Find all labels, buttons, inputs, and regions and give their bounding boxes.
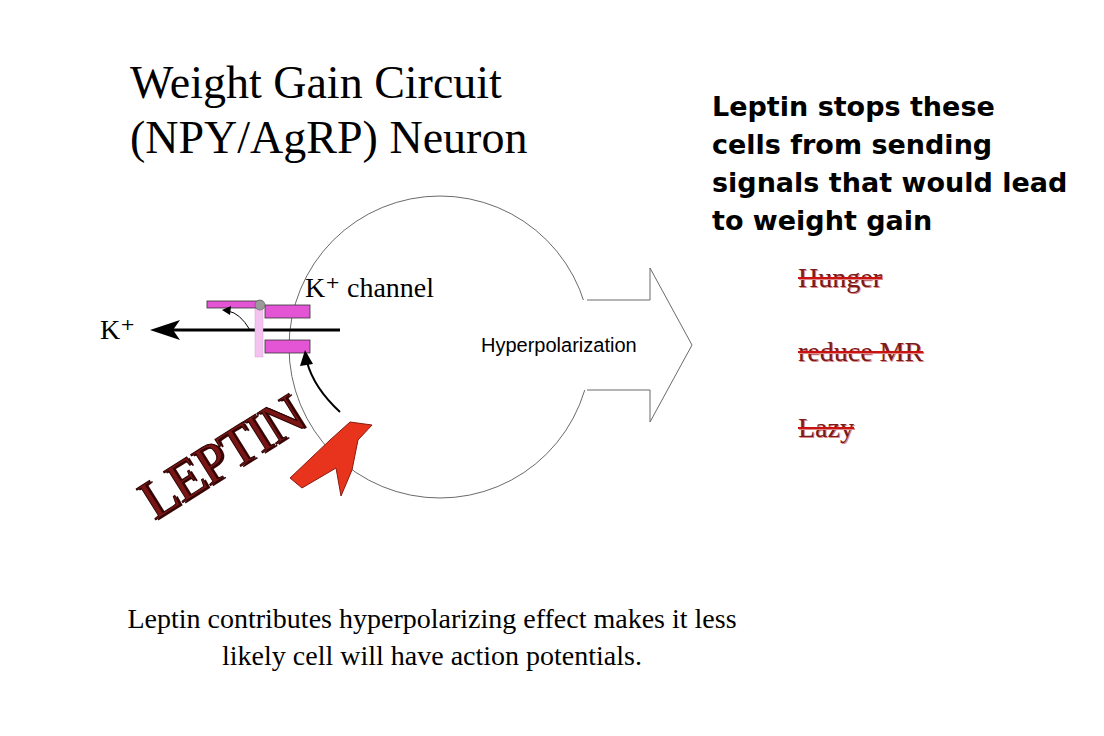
struck-effect: reduce MR	[798, 335, 923, 369]
gate-swing-arrowhead	[222, 306, 231, 315]
leptin-action-arrowhead	[300, 350, 313, 366]
arrow-label: Hyperpolarization	[481, 334, 637, 357]
potassium-arrowhead	[150, 320, 180, 340]
diagram-caption: Leptin contributes hyperpolarizing effec…	[102, 600, 762, 674]
diagram-title: Weight Gain Circuit (NPY/AgRP) Neuron	[130, 55, 610, 165]
gate-swing-arrow	[228, 311, 250, 330]
struck-effect: Hunger	[798, 261, 882, 295]
potassium-flow-line	[172, 329, 340, 332]
struck-effect: Lazy	[798, 411, 854, 445]
channel-gate-shadow	[255, 305, 263, 357]
gate-hinge	[255, 300, 265, 310]
hormone-label: LEPTIN	[128, 383, 313, 530]
channel-subunit-bottom	[265, 340, 310, 353]
leptin-action-arrow	[307, 362, 340, 412]
output-arrow: Hyperpolarization	[470, 268, 694, 424]
explanation-heading: Leptin stops these cells from sending si…	[712, 88, 1072, 240]
channel-subunit-top	[265, 305, 310, 318]
channel-gate-open	[207, 301, 262, 308]
ion-label: K⁺	[100, 313, 135, 347]
channel-label: K⁺ channel	[305, 271, 434, 304]
